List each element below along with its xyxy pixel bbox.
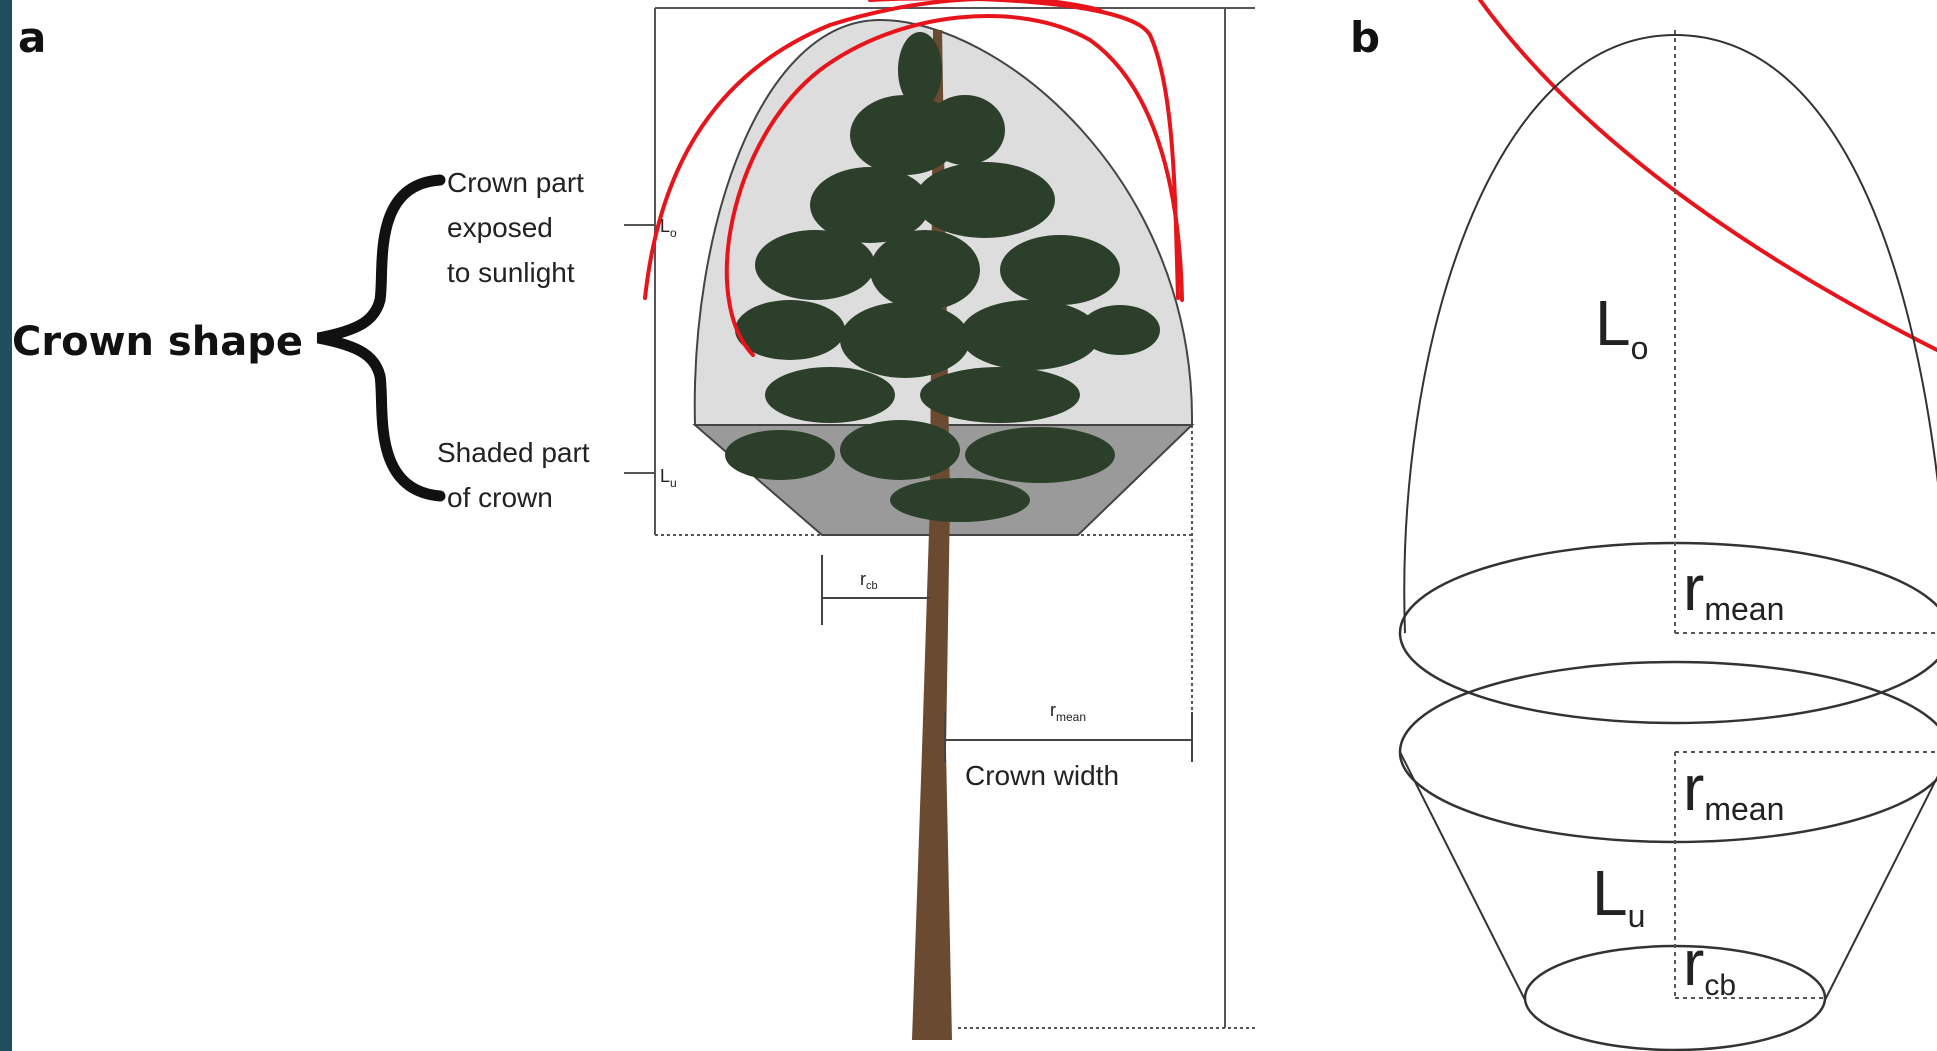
panel-b-letter: b [1350,13,1380,62]
exposed-label-line1: Crown part [447,167,584,198]
shaded-label-line1: Shaded part [437,437,590,468]
shaded-label-line2: of crown [447,482,553,513]
exposed-label-line3: to sunlight [447,257,575,288]
panel-a-letter: a [18,13,46,62]
crown-shape-label: Crown shape [12,319,303,365]
crown-width-label: Crown width [965,760,1119,791]
exposed-label-line2: exposed [447,212,553,243]
